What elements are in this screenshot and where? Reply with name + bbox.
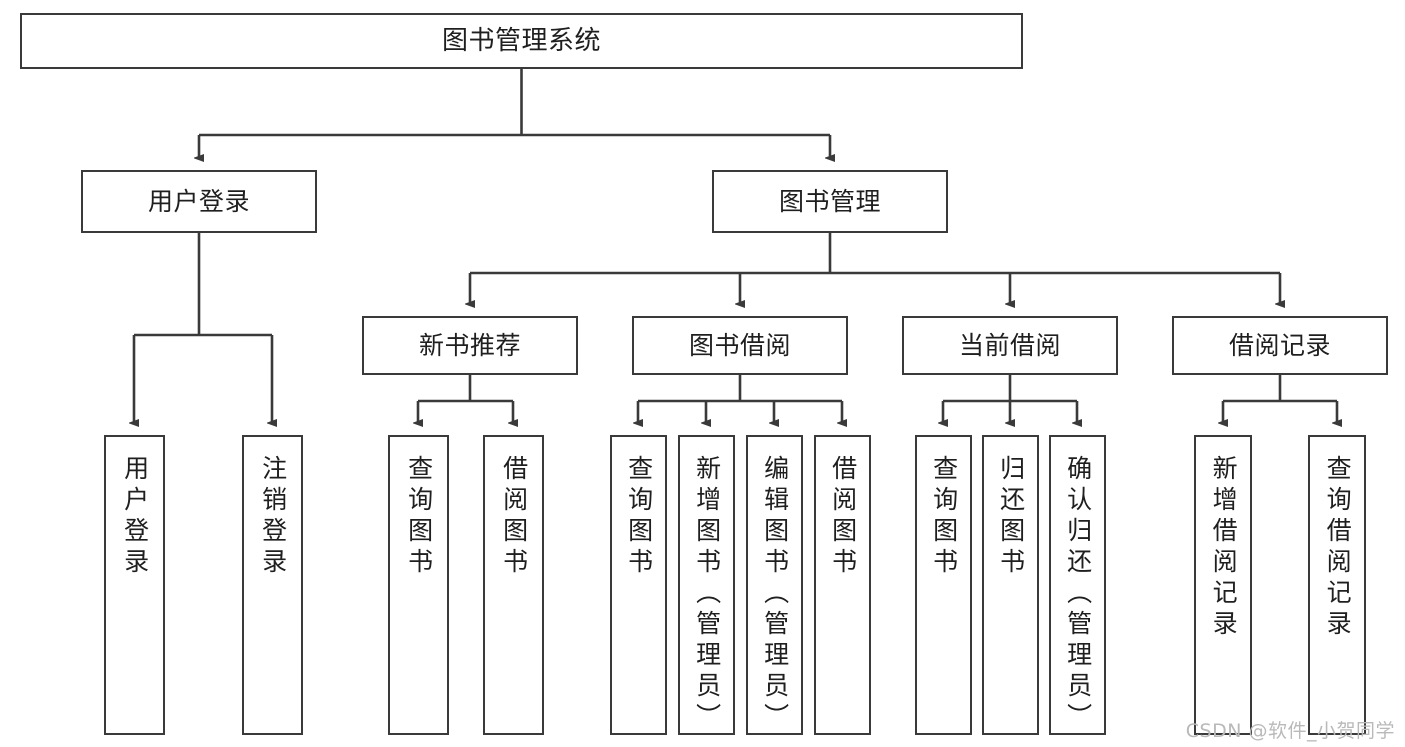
node-label: 新增图书（管理员） <box>692 455 722 734</box>
node-leaf-user-login[interactable]: 用户登录 <box>104 435 165 735</box>
node-leaf-confirm-return[interactable]: 确认归还（管理员） <box>1049 435 1106 735</box>
node-leaf-add-book[interactable]: 新增图书（管理员） <box>678 435 735 735</box>
node-leaf-return-book[interactable]: 归还图书 <box>982 435 1039 735</box>
node-label: 新增借阅记录 <box>1209 455 1239 641</box>
node-label: 查询借阅记录 <box>1323 455 1353 641</box>
node-label: 用户登录 <box>120 455 150 579</box>
node-root-system[interactable]: 图书管理系统 <box>20 13 1023 69</box>
node-new-book-recommend[interactable]: 新书推荐 <box>362 316 578 375</box>
node-label: 借阅图书 <box>499 455 529 579</box>
node-label: 借阅图书 <box>828 455 858 579</box>
node-leaf-query-record[interactable]: 查询借阅记录 <box>1308 435 1366 735</box>
node-leaf-edit-book[interactable]: 编辑图书（管理员） <box>746 435 803 735</box>
node-book-manage[interactable]: 图书管理 <box>712 170 948 233</box>
node-label: 归还图书 <box>996 455 1026 579</box>
node-borrow-record[interactable]: 借阅记录 <box>1172 316 1388 375</box>
node-leaf-query-book-3[interactable]: 查询图书 <box>915 435 972 735</box>
node-leaf-query-book-2[interactable]: 查询图书 <box>610 435 667 735</box>
node-label: 确认归还（管理员） <box>1063 455 1093 734</box>
node-label: 编辑图书（管理员） <box>760 455 790 734</box>
node-book-borrow[interactable]: 图书借阅 <box>632 316 848 375</box>
node-label: 注销登录 <box>258 455 288 579</box>
watermark: CSDN @软件_小贺同学 <box>1185 720 1395 742</box>
node-label: 查询图书 <box>929 455 959 579</box>
node-label: 查询图书 <box>624 455 654 579</box>
node-leaf-borrow-book-2[interactable]: 借阅图书 <box>814 435 871 735</box>
node-leaf-query-book-1[interactable]: 查询图书 <box>388 435 449 735</box>
node-label: 查询图书 <box>404 455 434 579</box>
node-leaf-logout[interactable]: 注销登录 <box>242 435 303 735</box>
node-leaf-add-record[interactable]: 新增借阅记录 <box>1194 435 1252 735</box>
node-current-borrow[interactable]: 当前借阅 <box>902 316 1118 375</box>
node-leaf-borrow-book-1[interactable]: 借阅图书 <box>483 435 544 735</box>
node-user-login[interactable]: 用户登录 <box>81 170 317 233</box>
